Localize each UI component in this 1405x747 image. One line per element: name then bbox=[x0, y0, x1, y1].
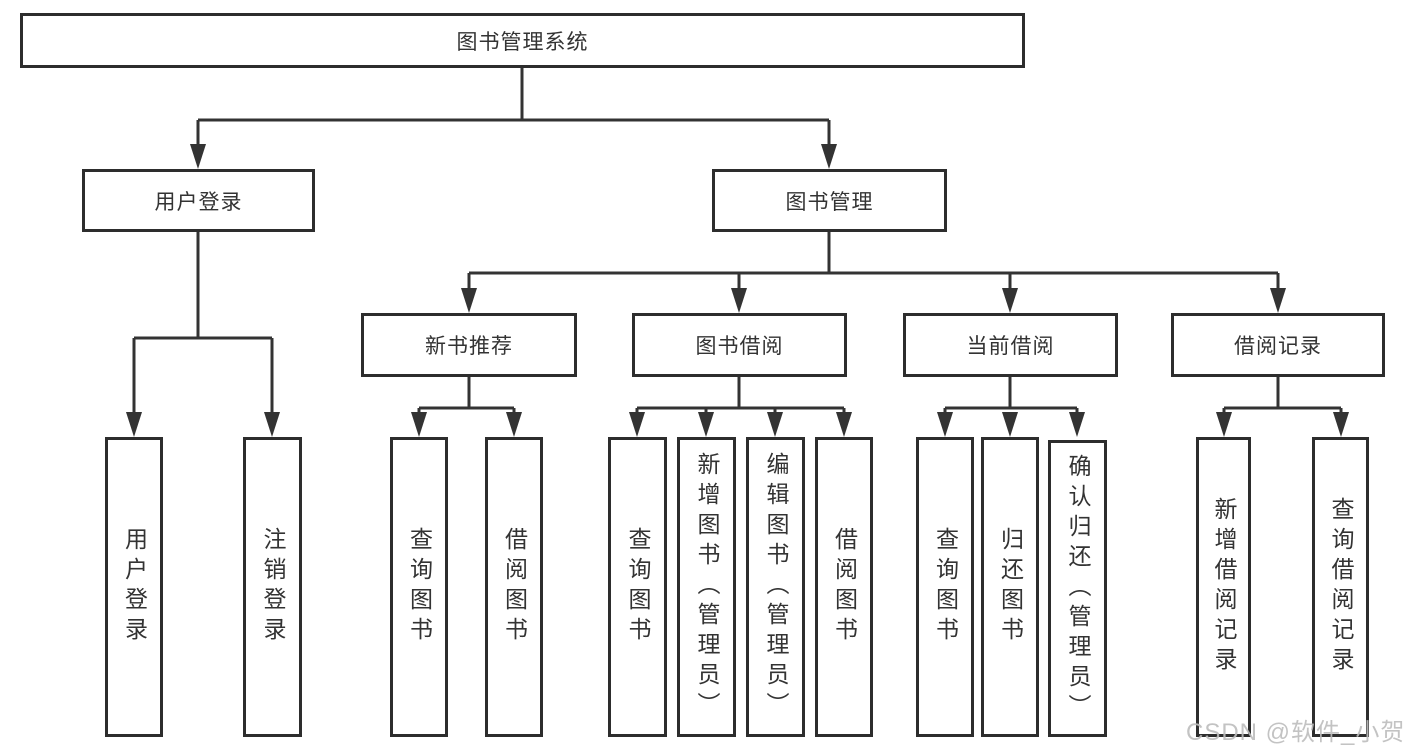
leaf-borrow-add-books-admin: 新增图书（管理员） bbox=[677, 437, 736, 737]
leaf-current-query-books: 查询图书 bbox=[916, 437, 974, 737]
node-label: 查询图书 bbox=[406, 527, 433, 647]
connector-paths bbox=[132, 68, 1343, 416]
node-label: 注销登录 bbox=[260, 527, 286, 647]
node-user-login: 用户登录 bbox=[82, 169, 315, 232]
leaf-records-add-record: 新增借阅记录 bbox=[1196, 437, 1251, 737]
node-label: 确认归还（管理员） bbox=[1065, 453, 1091, 724]
leaf-recommend-borrow-books: 借阅图书 bbox=[485, 437, 543, 737]
node-label: 归还图书 bbox=[997, 527, 1024, 647]
watermark-main: CSDN @软件_小贺同 bbox=[1186, 719, 1405, 746]
node-borrow-records: 借阅记录 bbox=[1171, 313, 1385, 377]
arrowheads bbox=[126, 144, 1349, 437]
node-library-system: 图书管理系统 bbox=[20, 13, 1025, 68]
leaf-borrow-edit-books-admin: 编辑图书（管理员） bbox=[746, 437, 805, 737]
leaf-logout: 注销登录 bbox=[243, 437, 302, 737]
node-label: 新增图书（管理员） bbox=[694, 452, 720, 722]
leaf-current-confirm-return-admin: 确认归还（管理员） bbox=[1048, 440, 1107, 737]
node-label: 借阅图书 bbox=[501, 527, 528, 647]
node-label: 编辑图书（管理员） bbox=[763, 452, 789, 722]
node-label: 查询借阅记录 bbox=[1328, 497, 1354, 677]
node-book-management: 图书管理 bbox=[712, 169, 947, 232]
node-book-borrow: 图书借阅 bbox=[632, 313, 847, 377]
node-current-borrow: 当前借阅 bbox=[903, 313, 1118, 377]
leaf-current-return-books: 归还图书 bbox=[981, 437, 1039, 737]
leaf-records-query-record: 查询借阅记录 bbox=[1312, 437, 1369, 737]
watermark: CSDN @软件_小贺同学 bbox=[1186, 712, 1405, 747]
node-label: 新增借阅记录 bbox=[1211, 497, 1237, 677]
node-label: 查询图书 bbox=[932, 527, 959, 647]
leaf-borrow-query-books: 查询图书 bbox=[608, 437, 667, 737]
leaf-borrow-borrow-books: 借阅图书 bbox=[815, 437, 873, 737]
node-label: 用户登录 bbox=[121, 527, 148, 647]
node-label: 查询图书 bbox=[625, 527, 651, 647]
node-new-book-recommend: 新书推荐 bbox=[361, 313, 577, 377]
leaf-user-login: 用户登录 bbox=[105, 437, 163, 737]
node-label: 借阅图书 bbox=[831, 527, 858, 647]
leaf-recommend-query-books: 查询图书 bbox=[390, 437, 448, 737]
